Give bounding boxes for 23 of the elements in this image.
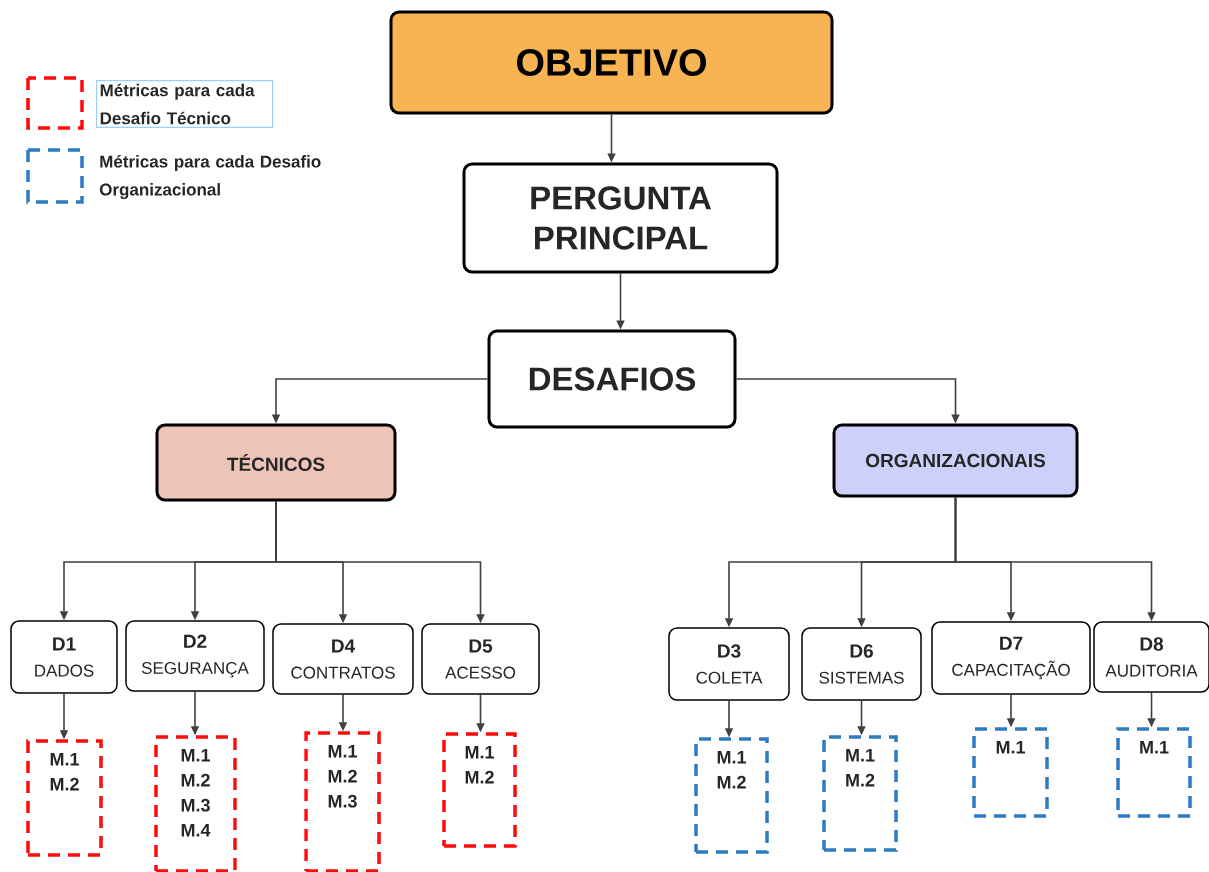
title-box: PERGUNTA PRINCIPAL xyxy=(462,162,779,274)
metrics-box: M.1 xyxy=(972,727,1049,818)
metrics-box: M.1 M.2 xyxy=(694,737,769,854)
challenge-box: D6 SISTEMAS xyxy=(801,627,922,701)
metrics-box: M.1 M.2 M.3 xyxy=(304,731,381,872)
challenge-box: D7 CAPACITAÇÃO xyxy=(931,621,1091,695)
challenge-box: D8 AUDITORIA xyxy=(1093,621,1209,693)
title-box: DESAFIOS xyxy=(487,329,737,429)
legend-text: Métricas para cada Desafio Organizacional xyxy=(99,154,321,200)
challenge-box: D5 ACESSO xyxy=(421,623,540,695)
metrics-box: M.1 M.2 xyxy=(822,735,898,852)
legend-text: Métricas para cada Desafio Técnico xyxy=(96,80,274,128)
challenge-box: D2 SEGURANÇA xyxy=(125,620,265,692)
category-box: TÉCNICOS xyxy=(155,423,397,502)
challenge-box: D1 DADOS xyxy=(10,620,118,694)
challenge-box: D4 CONTRATOS xyxy=(272,623,414,695)
metrics-box: M.1 xyxy=(1116,727,1192,818)
metrics-box: M.1 M.2 xyxy=(26,739,103,857)
metrics-box: M.1 M.2 xyxy=(442,732,517,848)
challenge-box: D3 COLETA xyxy=(668,627,790,701)
objective-box: OBJETIVO xyxy=(389,10,834,115)
metrics-box: M.1 M.2 M.3 M.4 xyxy=(154,735,237,872)
category-box: ORGANIZACIONAIS xyxy=(832,423,1079,498)
